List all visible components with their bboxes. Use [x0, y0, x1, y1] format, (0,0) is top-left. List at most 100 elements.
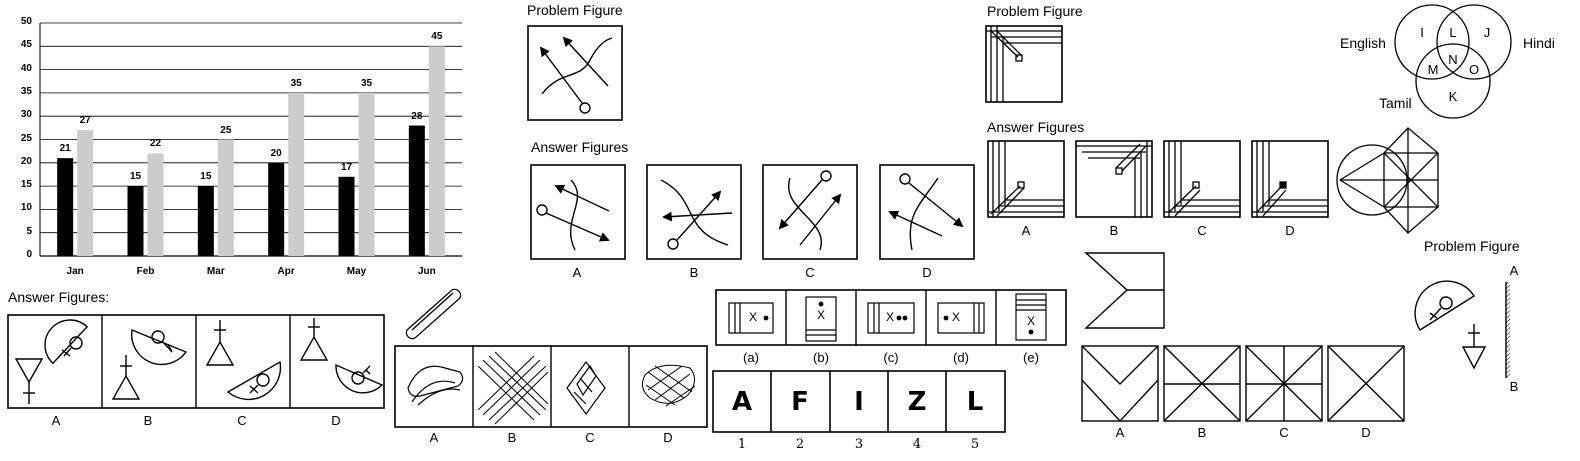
heading-problem-figure-2: Problem Figure	[987, 3, 1083, 19]
bar-value-label: 45	[431, 31, 443, 43]
venn-region-n: N	[1448, 52, 1458, 67]
fold-option-b: B	[1197, 425, 1207, 440]
letter-cell-5: L	[966, 387, 984, 417]
bar-mar-2	[217, 139, 234, 256]
mirror-label-top: A	[1509, 263, 1519, 278]
bar-value-label: 27	[79, 115, 91, 127]
symbol-option-d: D	[331, 413, 341, 428]
letter-cell-2: F	[791, 387, 809, 417]
paper-mark-e: X	[1026, 314, 1036, 328]
y-tick-label: 15	[20, 179, 32, 191]
symbol-answer-c	[205, 320, 282, 401]
y-tick-label: 30	[20, 109, 32, 121]
paper-mark-a: X	[748, 310, 758, 324]
bar-may-2	[358, 92, 375, 257]
paper-d	[937, 302, 985, 334]
venn-diagram	[1394, 4, 1512, 119]
venn-region-l: L	[1449, 25, 1457, 40]
bar-feb-2	[147, 153, 164, 256]
arrow-option-c: C	[805, 265, 815, 280]
y-tick-label: 25	[20, 132, 32, 144]
paper-option-e: (e)	[1023, 350, 1039, 365]
letter-cell-4: Z	[907, 387, 927, 417]
bar-may-1	[338, 176, 355, 256]
heading-answer-figures-2: Answer Figures	[987, 119, 1085, 135]
bar-value-label: 28	[411, 110, 423, 122]
y-tick-label: 45	[20, 39, 32, 51]
letters-grid	[712, 370, 1006, 433]
x-tick-label: May	[346, 266, 367, 277]
mirror-label-bottom: B	[1509, 379, 1519, 394]
bar-mar-1	[197, 186, 214, 256]
bar-value-label: 15	[200, 171, 212, 183]
corner-answer-c	[1163, 140, 1241, 218]
paper-b	[805, 296, 837, 342]
paperclip-answer-d	[641, 364, 696, 407]
paper-c	[867, 302, 915, 334]
corner-option-b: B	[1109, 223, 1119, 238]
venn-region-j: J	[1483, 25, 1491, 40]
venn-set-english: English	[1340, 35, 1386, 51]
symbol-option-a: A	[51, 413, 61, 428]
y-tick-label: 35	[20, 85, 32, 97]
bar-jun-2	[428, 46, 445, 256]
bar-jan-2	[77, 130, 94, 256]
x-tick-label: Apr	[277, 266, 295, 277]
venn-region-k: K	[1448, 89, 1458, 104]
letter-number-1: 1	[737, 437, 747, 452]
venn-set-hindi: Hindi	[1523, 35, 1555, 51]
chart-grid	[39, 22, 462, 257]
bar-apr-2	[288, 92, 305, 257]
bar-jun-1	[408, 125, 425, 257]
paper-mark-d: X	[951, 310, 961, 324]
corner-problem-figure	[985, 25, 1063, 103]
corner-option-d: D	[1285, 223, 1295, 238]
bar-value-label: 25	[220, 124, 232, 136]
heading-answer-figures-1: Answer Figures	[531, 139, 629, 155]
clip-option-a: A	[429, 430, 439, 445]
symbol-answer-a	[14, 319, 89, 404]
paper-e	[1015, 293, 1047, 341]
fold-option-d: D	[1361, 425, 1371, 440]
bar-value-label: 21	[59, 143, 71, 155]
fold-answer-c	[1245, 345, 1323, 422]
paper-a	[728, 302, 774, 334]
paperclip-answer-row	[394, 345, 708, 428]
symbol-option-b: B	[143, 413, 153, 428]
paperclip-answer-c	[566, 360, 606, 416]
paper-mark-b: X	[816, 308, 826, 322]
bar-value-label: 35	[290, 77, 302, 89]
letter-cell-1: A	[731, 387, 753, 417]
mirror-problem-figure	[1414, 280, 1510, 378]
letter-number-3: 3	[854, 437, 864, 452]
arrow-answer-c	[762, 164, 858, 260]
fold-option-a: A	[1115, 425, 1125, 440]
fold-answer-b	[1163, 345, 1241, 422]
clip-option-b: B	[507, 430, 517, 445]
arrow-answer-b	[646, 164, 742, 260]
y-tick-label: 10	[20, 202, 32, 214]
paper-mark-c: X	[885, 310, 895, 324]
letter-number-4: 4	[912, 437, 922, 452]
bar-value-label: 17	[340, 161, 353, 173]
letter-number-2: 2	[795, 437, 805, 452]
y-tick-label: 5	[26, 225, 32, 237]
venn-region-o: O	[1468, 62, 1480, 77]
paper-option-b: (b)	[813, 350, 829, 365]
paper-option-a: (a)	[743, 350, 759, 365]
heading-answer-figures-3: Answer Figures:	[8, 289, 110, 305]
corner-answer-b	[1075, 140, 1153, 218]
y-tick-label: 0	[26, 249, 32, 260]
x-tick-label: Feb	[136, 266, 155, 277]
letter-number-5: 5	[970, 437, 980, 452]
arrow-option-b: B	[689, 265, 699, 280]
bar-value-label: 20	[270, 147, 282, 159]
paper-option-d: (d)	[953, 350, 969, 365]
paperclip-answer-a	[407, 365, 464, 406]
corner-option-c: C	[1197, 223, 1207, 238]
fold-problem-figure	[1084, 252, 1165, 329]
bar-jan-1	[57, 158, 74, 256]
chart-bars	[57, 46, 445, 257]
clip-option-c: C	[585, 430, 595, 445]
